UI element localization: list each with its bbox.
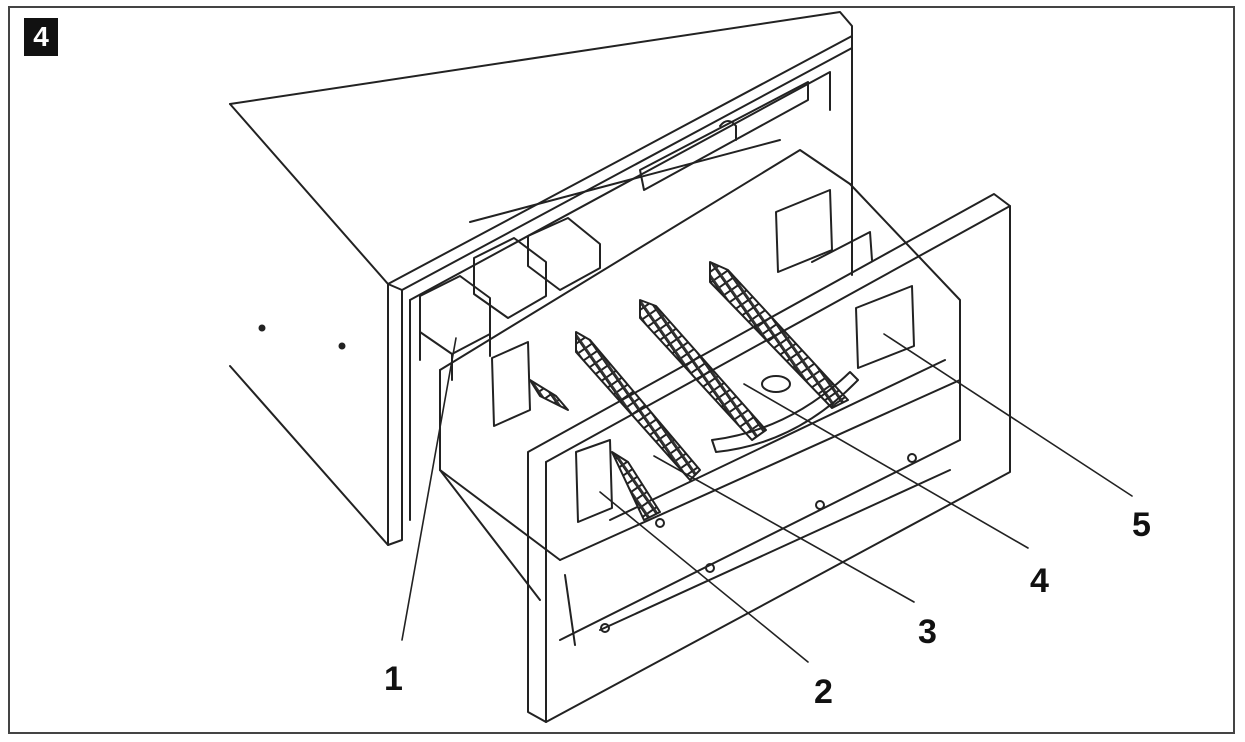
back-wall: [409, 81, 809, 521]
callout-4: 4: [1030, 562, 1049, 600]
bottle-holders: [419, 217, 601, 381]
bottle-rest: [711, 371, 859, 453]
partitions: [491, 189, 915, 523]
drawer-basket: [439, 149, 961, 646]
callout-1: 1: [384, 660, 403, 698]
callout-5: 5: [1132, 506, 1151, 544]
figure-frame: [8, 6, 1235, 734]
cabinet-housing: [229, 11, 853, 546]
bottle-dividers: [529, 261, 849, 521]
leader-lines: [401, 333, 1133, 663]
callout-3: 3: [918, 613, 937, 651]
callout-labels: 1 2 3 4 5: [384, 506, 1151, 711]
figure-number-badge: 4: [24, 18, 58, 56]
drawer-front: [527, 193, 1011, 723]
callout-2: 2: [814, 673, 833, 711]
